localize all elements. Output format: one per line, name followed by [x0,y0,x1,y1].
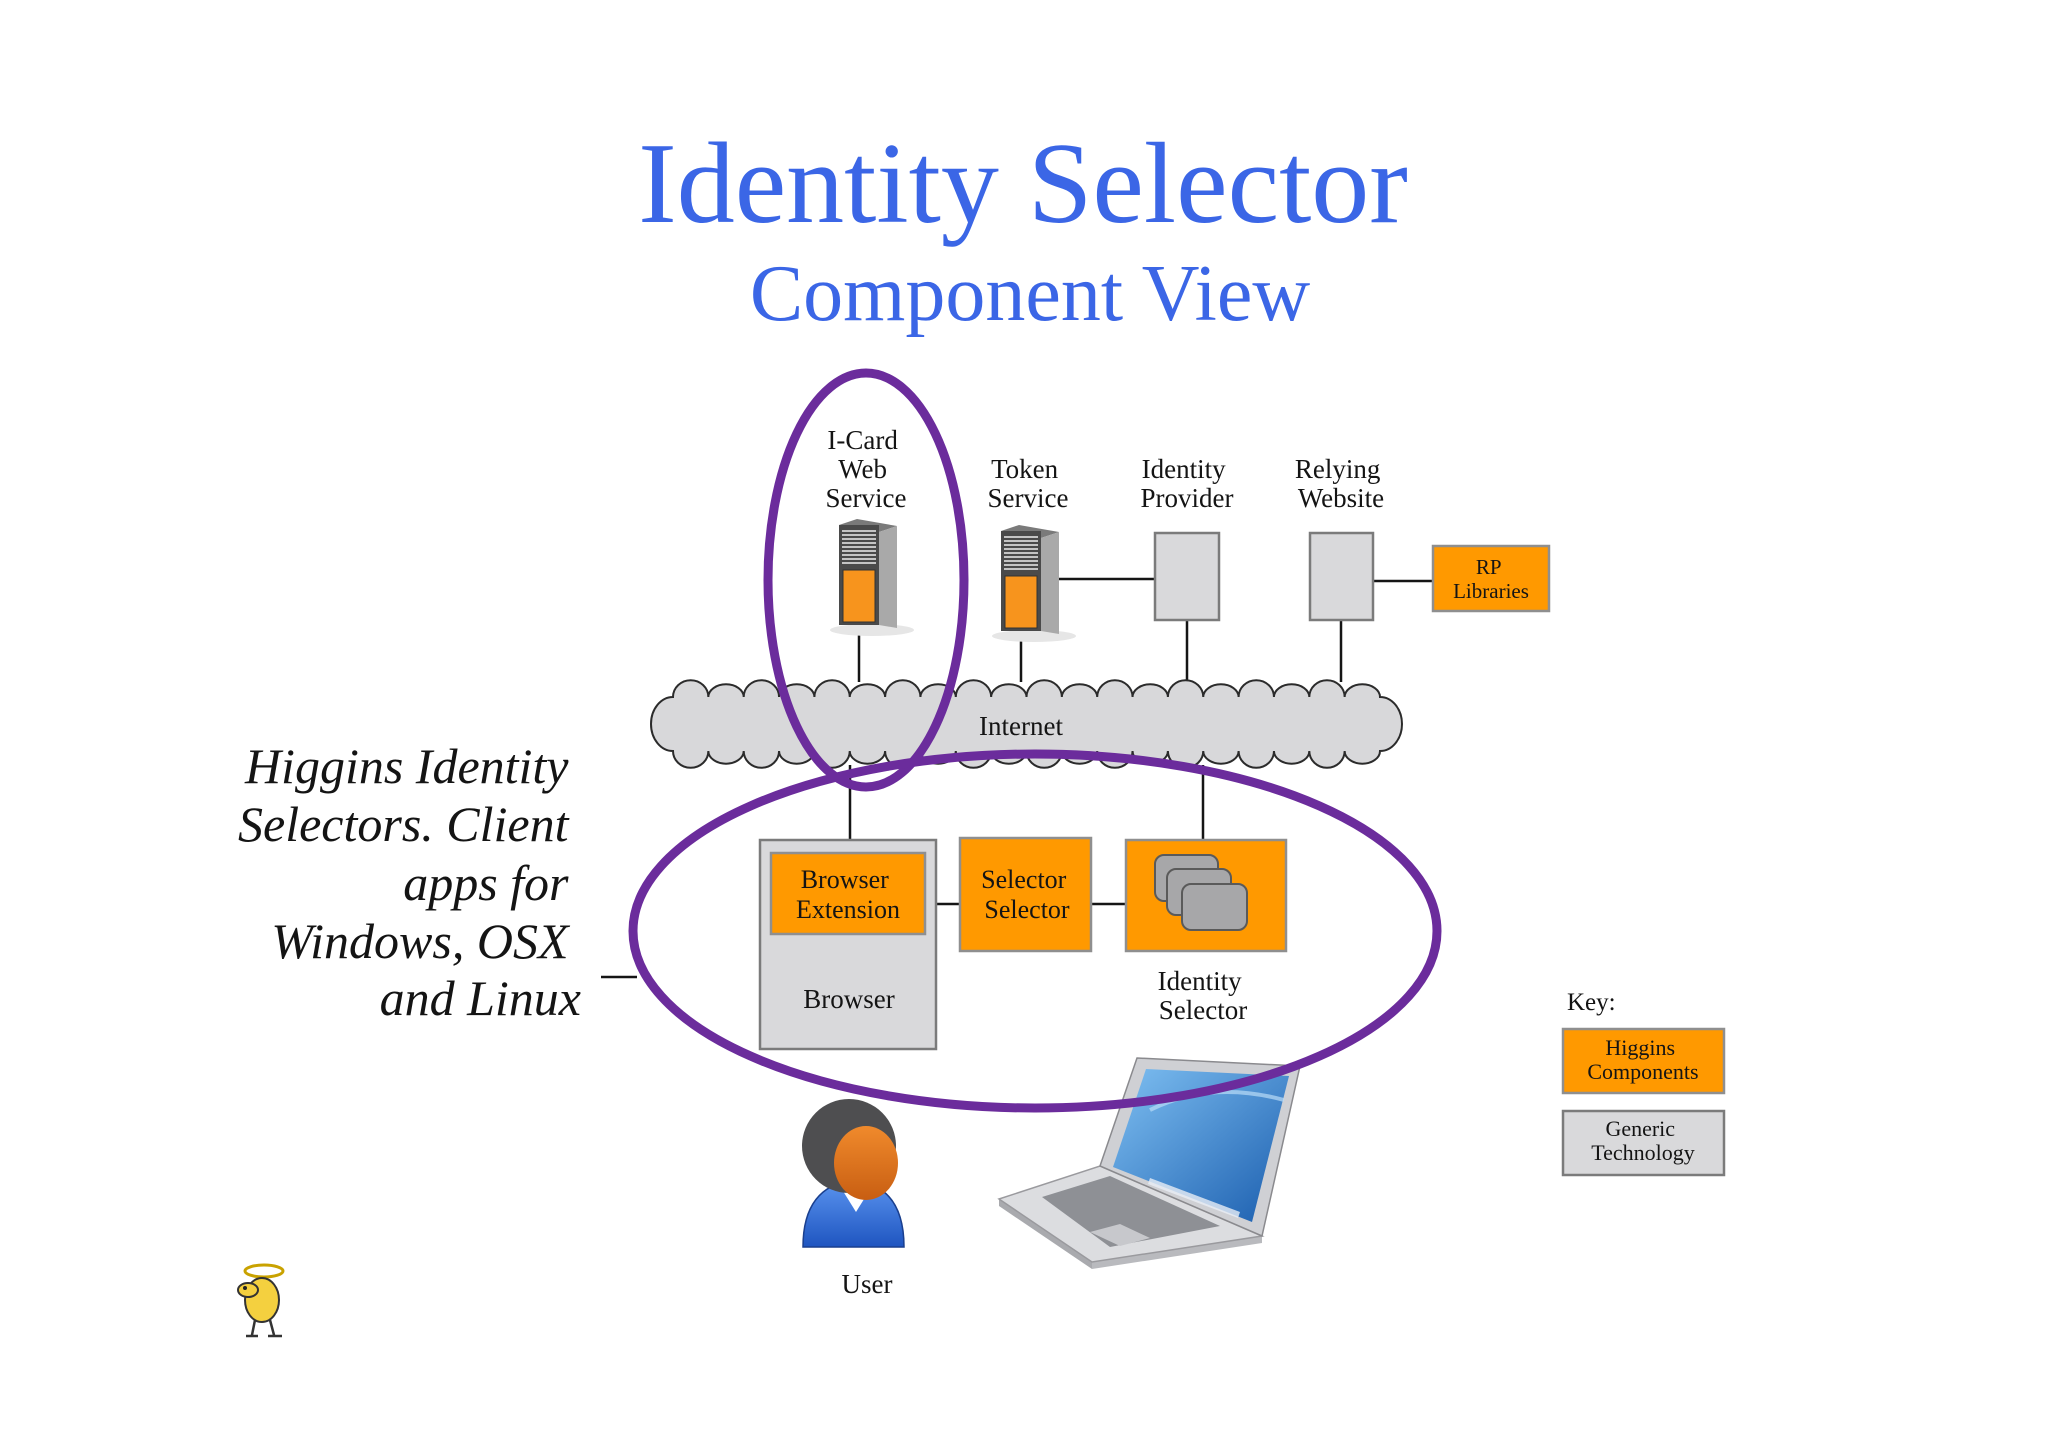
label-line: Higgins [1605,1035,1675,1060]
label-line: Web [838,454,887,484]
internet-label: Internet [979,711,1063,741]
highlight-ellipse-selectors [628,749,1442,1113]
label-line: Browser [801,865,889,894]
slide-title: Identity Selector [638,120,1408,248]
identity-provider-box [1153,531,1221,622]
highlight-ellipse-icard [763,368,969,792]
browser-label: Browser [803,984,894,1014]
legend-higgins-swatch [1561,1027,1726,1095]
server-panel [1004,575,1038,629]
label-line: Libraries [1453,579,1529,603]
user-icon [802,1099,905,1248]
relying-website-label: Relying Website [1295,454,1387,513]
icard-server-icon [830,519,914,636]
label-line: Website [1298,483,1384,513]
label-line: Technology [1591,1140,1695,1165]
selector-selector-label: Selector Selector [981,865,1073,924]
legend-title: Key: [1567,989,1616,1016]
higgins-annotation: Higgins Identity Selectors. Client apps … [238,738,581,1026]
server-side [879,526,897,628]
slide-subtitle: Component View [750,250,1311,338]
label-line: Selector [984,895,1070,924]
server-side [1041,532,1059,634]
screen-dock [1148,1178,1240,1218]
label-line: Service [826,483,907,513]
browser-extension-label: Browser Extension [796,865,900,924]
label-line: RP [1476,555,1501,579]
label-line: Identity [1142,454,1226,484]
server-vents [842,530,876,564]
logo-eye [243,1286,247,1290]
laptop-icon [997,1057,1301,1269]
icard-web-service-label: I-Card Web Service [826,425,907,513]
legend-higgins-label: Higgins Components [1587,1035,1698,1084]
card-shape [1181,883,1248,931]
identity-selector-label: Identity Selector [1158,966,1249,1025]
server-vents [1004,536,1038,570]
identity-provider-label: Identity Provider [1141,454,1234,513]
annotation-line: Windows, OSX [271,913,571,969]
label-line: Service [988,483,1069,513]
logo-halo [243,1263,285,1279]
annotation-line: Selectors. Client [238,796,570,852]
server-shadow [830,624,914,636]
legend-generic-swatch [1561,1109,1726,1177]
rp-libraries-box [1431,544,1551,613]
selector-selector-box [958,836,1093,953]
annotation-line: Higgins Identity [244,738,569,794]
server-panel [842,569,876,623]
logo-legs [246,1319,282,1338]
internet-cloud [650,679,1403,769]
server-shadow [992,630,1076,642]
legend: Key: Higgins Components Generic Technolo… [1561,989,1726,1177]
label-line: Components [1587,1059,1698,1084]
label-line: Selector [1159,995,1247,1025]
annotation-line: apps for [403,855,569,911]
token-service-label: Token Service [988,454,1069,513]
user-label: User [842,1269,893,1299]
annotation-line: and Linux [380,970,581,1026]
cards-stack-icon [1154,854,1248,931]
laptop-base-edge [1092,1236,1262,1269]
legend-generic-label: Generic Technology [1591,1116,1695,1165]
logo-head [237,1282,259,1298]
laptop-trackpad [1090,1224,1150,1246]
label-line: Selector [981,865,1067,894]
label-line: Identity [1158,966,1242,996]
label-line: Extension [796,895,900,924]
label-line: Generic [1605,1116,1675,1141]
higgins-logo [237,1263,285,1338]
label-line: Token [991,454,1059,484]
token-server-icon [992,525,1076,642]
label-line: Relying [1295,454,1381,484]
laptop-base-edge [999,1199,1092,1269]
label-line: Provider [1141,483,1234,513]
relying-website-box [1308,531,1375,622]
laptop-keyboard [1042,1176,1220,1247]
rp-libraries-label: RP Libraries [1453,555,1529,603]
browser-extension-box [769,851,927,936]
user-face [834,1126,898,1200]
label-line: I-Card [827,425,898,455]
